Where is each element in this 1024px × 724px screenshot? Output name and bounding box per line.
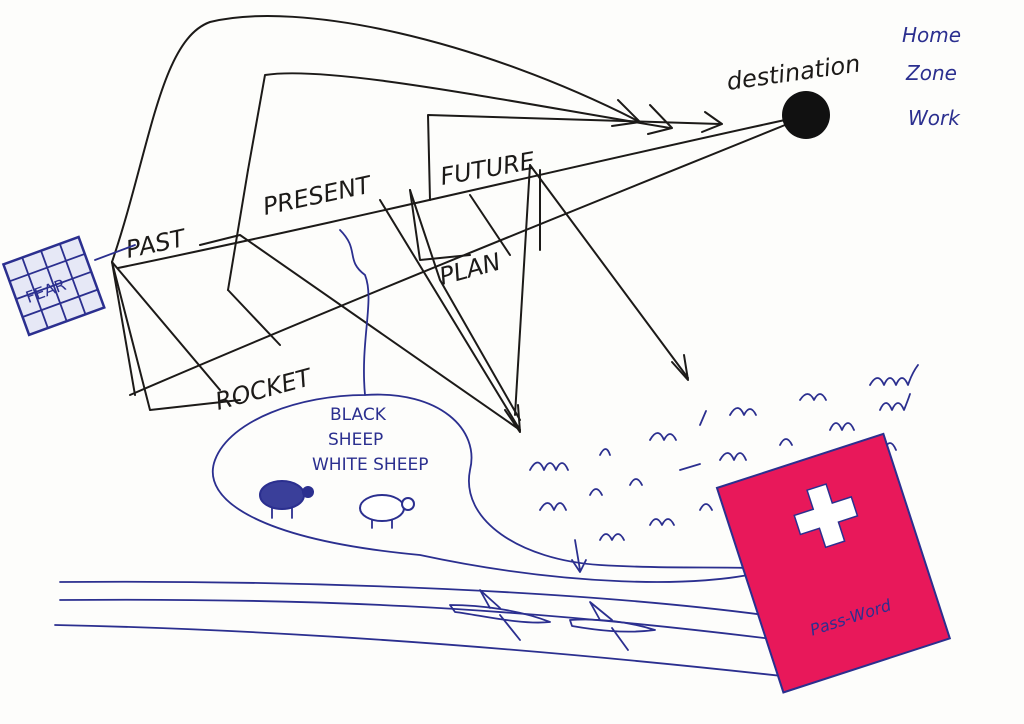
sheep-line-1: BLACK (330, 405, 387, 425)
black-flow-lines (111, 15, 786, 433)
zones-list: Home Zone Work (902, 23, 961, 130)
sheep-bubble (211, 393, 771, 583)
handwritten-paragraph (529, 364, 919, 573)
white-sheep-icon (359, 494, 415, 529)
destination-dot (782, 91, 830, 139)
fear-connector (94, 244, 136, 261)
fear-grid: FEAR (1, 235, 106, 337)
present-label: PRESENT (260, 170, 375, 221)
present-squiggle (339, 229, 370, 396)
rocket-label: ROCKET (212, 363, 316, 416)
passport-icon: Pass-Word (715, 432, 952, 694)
sheep-line-3: WHITE SHEEP (312, 455, 428, 475)
zone-home: Home (902, 23, 961, 47)
zone-work: Work (908, 106, 961, 130)
zone-zone: Zone (905, 61, 957, 85)
black-sheep-icon (259, 480, 314, 519)
sheep-line-2: SHEEP (328, 430, 383, 450)
destination-label: destination (725, 49, 862, 95)
airplane-icon (449, 589, 656, 651)
past-label: PAST (123, 224, 189, 264)
plan-label: PLAN (436, 248, 503, 291)
future-label: FUTURE (438, 147, 538, 191)
runway (54, 580, 801, 679)
